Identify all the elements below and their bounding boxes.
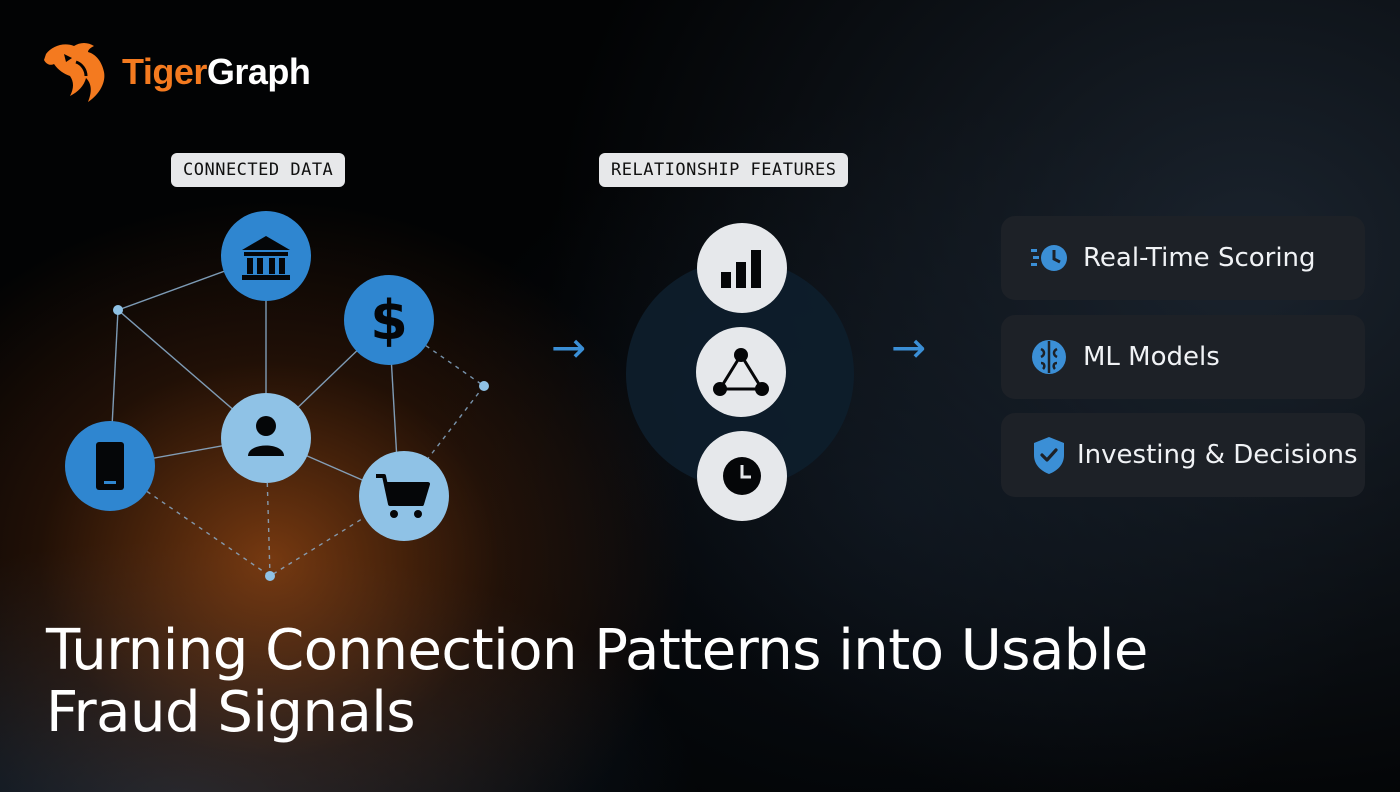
arrow-right-icon: → (891, 323, 927, 372)
triangle-graph-icon (713, 348, 769, 396)
title-line-2: Fraud Signals (46, 680, 416, 745)
graph-dot (113, 305, 123, 315)
output-card-investing-decisions: Investing & Decisions (1001, 413, 1365, 497)
title-line-1: Turning Connection Patterns into Usable (46, 618, 1148, 683)
output-label: Investing & Decisions (1077, 440, 1358, 470)
tag-relationship-features: RELATIONSHIP FEATURES (599, 153, 849, 187)
shield-check-icon (1029, 435, 1069, 475)
tiger-logo-icon (44, 43, 105, 102)
arrow-right-icon: → (551, 323, 587, 372)
feature-triangle-graph (696, 327, 786, 417)
bank-icon (242, 236, 290, 280)
bar-chart-icon (721, 250, 761, 288)
graph-dot (479, 381, 489, 391)
phone-node (65, 421, 155, 511)
brand-wordmark: TigerGraph (122, 51, 311, 93)
fast-clock-icon (1029, 238, 1069, 278)
tag-connected-data: CONNECTED DATA (171, 153, 346, 187)
output-label: ML Models (1083, 342, 1220, 372)
feature-clock (697, 431, 787, 521)
dollar-icon: $ (370, 289, 408, 352)
bank-node (221, 211, 311, 301)
cart-node (359, 451, 449, 541)
person-icon (248, 416, 284, 456)
feature-bar-chart (697, 223, 787, 313)
dollar-node: $ (344, 275, 434, 365)
page-title: Turning Connection Patterns into Usable … (46, 620, 1346, 744)
output-label: Real-Time Scoring (1083, 243, 1316, 273)
clock-icon (723, 457, 761, 495)
phone-icon (96, 442, 124, 490)
cart-icon (376, 474, 430, 518)
output-card-real-time-scoring: Real-Time Scoring (1001, 216, 1365, 300)
person-node (221, 393, 311, 483)
brand-logo: TigerGraph (42, 40, 311, 104)
graph-dot (265, 571, 275, 581)
output-card-ml-models: ML Models (1001, 315, 1365, 399)
brain-icon (1029, 337, 1069, 377)
brand-name-accent: Tiger (122, 51, 207, 92)
brand-name-rest: Graph (206, 51, 311, 92)
